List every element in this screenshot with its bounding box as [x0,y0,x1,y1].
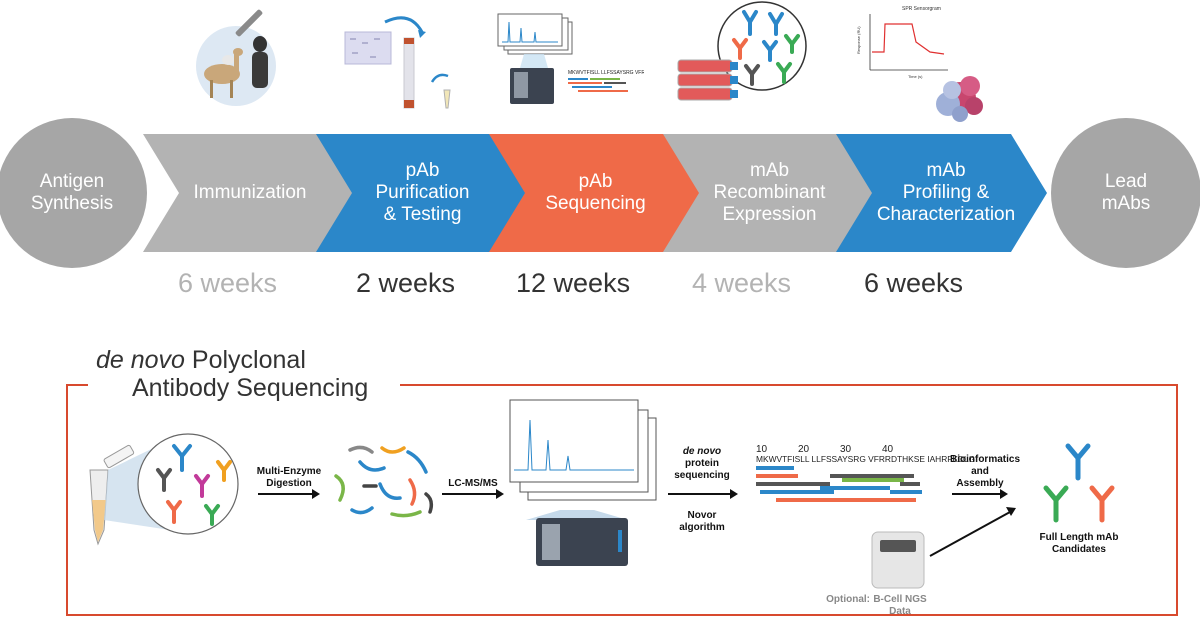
label-b-cell-ngs: B-Cell NGS Data [873,594,927,617]
protein-structure-icon [936,76,983,122]
chevron-pab-sequencing [489,134,700,252]
weeks-mab-profiling: 6 weeks [864,268,964,298]
seq-number-20: 20 [798,444,810,455]
weeks-mab-expression: 4 weeks [692,268,792,298]
ms-sequencing-illustration-icon: MKWVTFISLL LLFSSAYSRG VFRRDTHKSE IAHRFKD… [497,13,644,104]
svg-text:MKWVTFISLL LLFSSAYSRG VFRRDTHK: MKWVTFISLL LLFSSAYSRG VFRRDTHKSE IAHRFKD… [568,70,644,76]
spr-sensorgram-chart: SPR Sensorgram Time (s) Response (RU) [856,6,983,122]
chevron-pab-purification [316,134,527,252]
chart-title: SPR Sensorgram [902,6,941,12]
immunization-illustration-icon [196,9,276,106]
label-bioinformatics-assembly: Bioinformatics and Assembly [950,454,1021,489]
seq-number-40: 40 [882,444,894,455]
step-immunization-label: Immunization [193,182,307,203]
antibody-mixture-icon [137,433,239,535]
weeks-pab-sequencing: 12 weeks [516,268,631,298]
antigen-synthesis-circle [0,118,147,268]
chart-xlabel: Time (s) [908,74,923,79]
chart-ylabel: Response (RU) [856,26,861,54]
detail-frame [66,384,1178,616]
chevron-mab-expression [663,134,874,252]
label-optional: Optional: [826,594,870,605]
protein-sequence: MKWVTFISLL LLFSSAYSRG VFRRDTHKSE IAHRFKD… [756,454,978,464]
chevron-immunization [143,134,354,252]
sequence-alignment-bars [756,466,922,502]
weeks-immunization: 6 weeks [178,268,278,298]
sample-tube-icon [89,444,135,546]
full-length-mab-icon [1043,443,1115,523]
seq-number-10: 10 [756,444,768,455]
peptide-fragments-icon [334,445,434,518]
label-novor-algorithm: Novor algorithm [679,510,725,533]
lead-mabs-circle [1051,118,1200,268]
detail-title: de novo Polyclonal Antibody Sequencing [96,346,369,402]
purification-illustration-icon [344,16,451,109]
label-full-length-mab: Full Length mAb Candidates [1039,532,1119,555]
label-lc-ms-ms: LC-MS/MS [448,478,498,489]
pipeline-diagram [0,118,1200,268]
detail-title-mask [88,370,400,406]
mass-spectra-icon [509,399,657,501]
recombinant-expression-illustration-icon [677,1,807,101]
chevron-mab-profiling [836,134,1047,252]
seq-number-30: 30 [840,444,852,455]
lc-ms-instrument-icon [536,518,628,566]
weeks-pab-purification: 2 weeks [356,268,456,298]
ngs-instrument-icon [871,531,925,589]
label-multi-enzyme-digestion: Multi-Enzyme Digestion [256,466,322,489]
